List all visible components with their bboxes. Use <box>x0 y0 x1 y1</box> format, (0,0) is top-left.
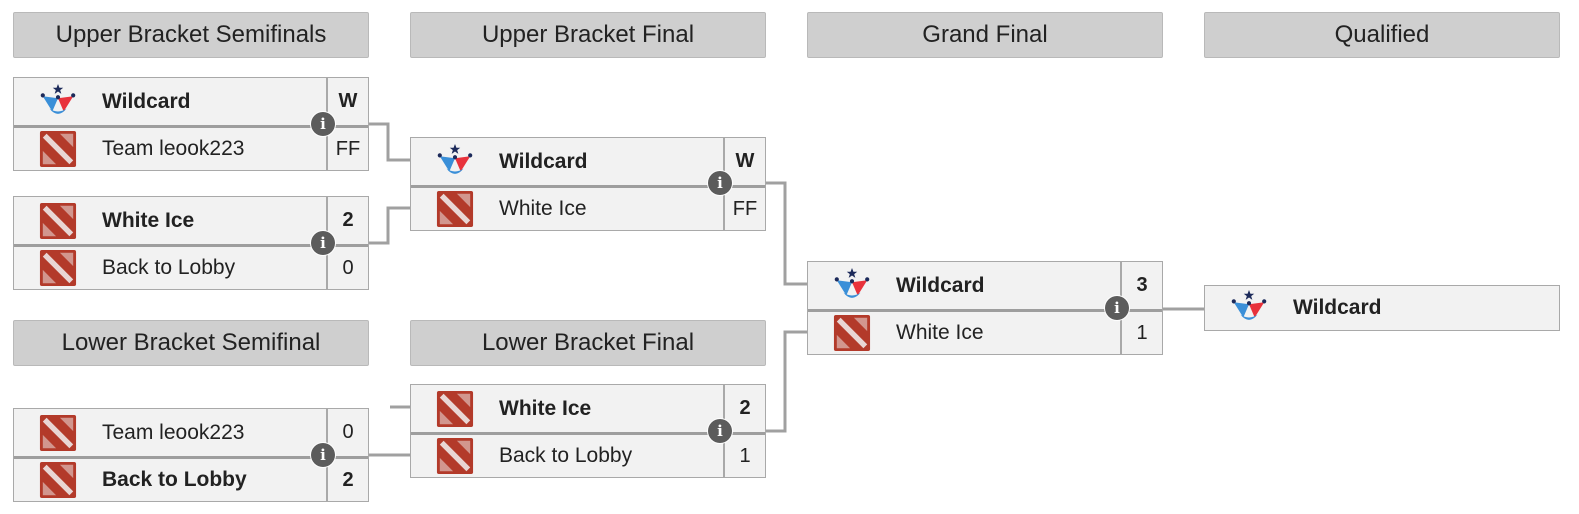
team-name[interactable]: Wildcard <box>102 89 191 113</box>
team-name[interactable]: White Ice <box>102 208 195 232</box>
dota2-logo-icon <box>435 389 475 429</box>
header-label: Lower Bracket Semifinal <box>61 329 321 356</box>
wildcard-logo-icon <box>832 266 872 306</box>
header-label: Lower Bracket Final <box>481 329 695 356</box>
team-row[interactable]: Wildcard W <box>14 78 368 125</box>
dota2-logo-icon <box>435 189 475 229</box>
team-row[interactable]: White Ice FF <box>411 185 765 230</box>
dota2-logo-icon <box>435 436 475 476</box>
header-upper-bracket-final: Upper Bracket Final <box>410 12 766 58</box>
header-grand-final: Grand Final <box>807 12 1163 58</box>
info-glyph: i <box>320 446 326 464</box>
team-score: W <box>723 138 765 185</box>
team-row[interactable]: White Ice 1 <box>808 309 1162 354</box>
team-name[interactable]: Back to Lobby <box>499 444 633 467</box>
match-ub-final: Wildcard W White Ice FF <box>410 137 766 231</box>
team-name[interactable]: Wildcard <box>1293 296 1382 319</box>
team-row[interactable]: Wildcard 3 <box>808 262 1162 309</box>
header-qualified: Qualified <box>1204 12 1560 58</box>
match-ub-semi-1: Wildcard W Team leook223 FF <box>13 77 369 171</box>
dota2-logo-icon <box>38 248 78 288</box>
team-score: W <box>326 78 368 125</box>
dota2-logo-icon <box>38 460 78 500</box>
team-row[interactable]: White Ice 2 <box>411 385 765 432</box>
team-row[interactable]: White Ice 2 <box>14 197 368 244</box>
team-score: 1 <box>723 435 765 477</box>
dota2-logo-icon <box>38 413 78 453</box>
info-glyph: i <box>1114 299 1120 317</box>
info-glyph: i <box>717 174 723 192</box>
header-label: Upper Bracket Semifinals <box>55 21 327 48</box>
match-ub-semi-2: White Ice 2 Back to Lobby 0 <box>13 196 369 290</box>
match-info-icon[interactable]: i <box>708 171 732 195</box>
team-row[interactable]: Back to Lobby 0 <box>14 244 368 289</box>
wildcard-logo-icon <box>38 82 78 122</box>
info-glyph: i <box>717 422 723 440</box>
team-row[interactable]: Back to Lobby 2 <box>14 456 368 501</box>
team-name[interactable]: Back to Lobby <box>102 468 247 491</box>
team-name[interactable]: Team leook223 <box>102 137 245 160</box>
team-score: FF <box>326 128 368 170</box>
team-name[interactable]: White Ice <box>499 396 592 420</box>
match-info-icon[interactable]: i <box>1105 296 1129 320</box>
team-row[interactable]: Team leook223 0 <box>14 409 368 456</box>
team-score: 2 <box>326 459 368 501</box>
dota2-logo-icon <box>832 313 872 353</box>
dota2-logo-icon <box>38 201 78 241</box>
team-name[interactable]: Wildcard <box>499 149 588 173</box>
team-row[interactable]: Back to Lobby 1 <box>411 432 765 477</box>
wildcard-logo-icon <box>1229 288 1269 328</box>
team-row[interactable]: Team leook223 FF <box>14 125 368 170</box>
match-lb-final: White Ice 2 Back to Lobby 1 <box>410 384 766 478</box>
team-score: 0 <box>326 409 368 456</box>
header-label: Grand Final <box>922 21 1048 48</box>
team-score: 0 <box>326 247 368 289</box>
info-glyph: i <box>320 115 326 133</box>
team-row[interactable]: Wildcard W <box>411 138 765 185</box>
team-score: FF <box>723 188 765 230</box>
qualified-team[interactable]: Wildcard <box>1204 285 1560 331</box>
team-score: 1 <box>1120 312 1162 354</box>
info-glyph: i <box>320 234 326 252</box>
team-name[interactable]: White Ice <box>896 321 984 344</box>
header-lower-bracket-final: Lower Bracket Final <box>410 320 766 366</box>
header-lower-bracket-semifinal: Lower Bracket Semifinal <box>13 320 369 366</box>
team-score: 2 <box>326 197 368 244</box>
header-label: Qualified <box>1334 21 1430 48</box>
team-name[interactable]: White Ice <box>499 197 587 220</box>
dota2-logo-icon <box>38 129 78 169</box>
team-name[interactable]: Back to Lobby <box>102 256 236 279</box>
match-info-icon[interactable]: i <box>311 231 335 255</box>
team-name[interactable]: Wildcard <box>896 273 985 297</box>
team-name[interactable]: Team leook223 <box>102 420 245 444</box>
team-score: 3 <box>1120 262 1162 309</box>
wildcard-logo-icon <box>435 142 475 182</box>
match-info-icon[interactable]: i <box>311 443 335 467</box>
match-info-icon[interactable]: i <box>311 112 335 136</box>
match-grand-final: Wildcard 3 White Ice 1 <box>807 261 1163 355</box>
team-score: 2 <box>723 385 765 432</box>
header-label: Upper Bracket Final <box>481 21 695 48</box>
match-info-icon[interactable]: i <box>708 419 732 443</box>
match-lb-semi: Team leook223 0 Back to Lobby 2 <box>13 408 369 502</box>
header-upper-bracket-semifinals: Upper Bracket Semifinals <box>13 12 369 58</box>
